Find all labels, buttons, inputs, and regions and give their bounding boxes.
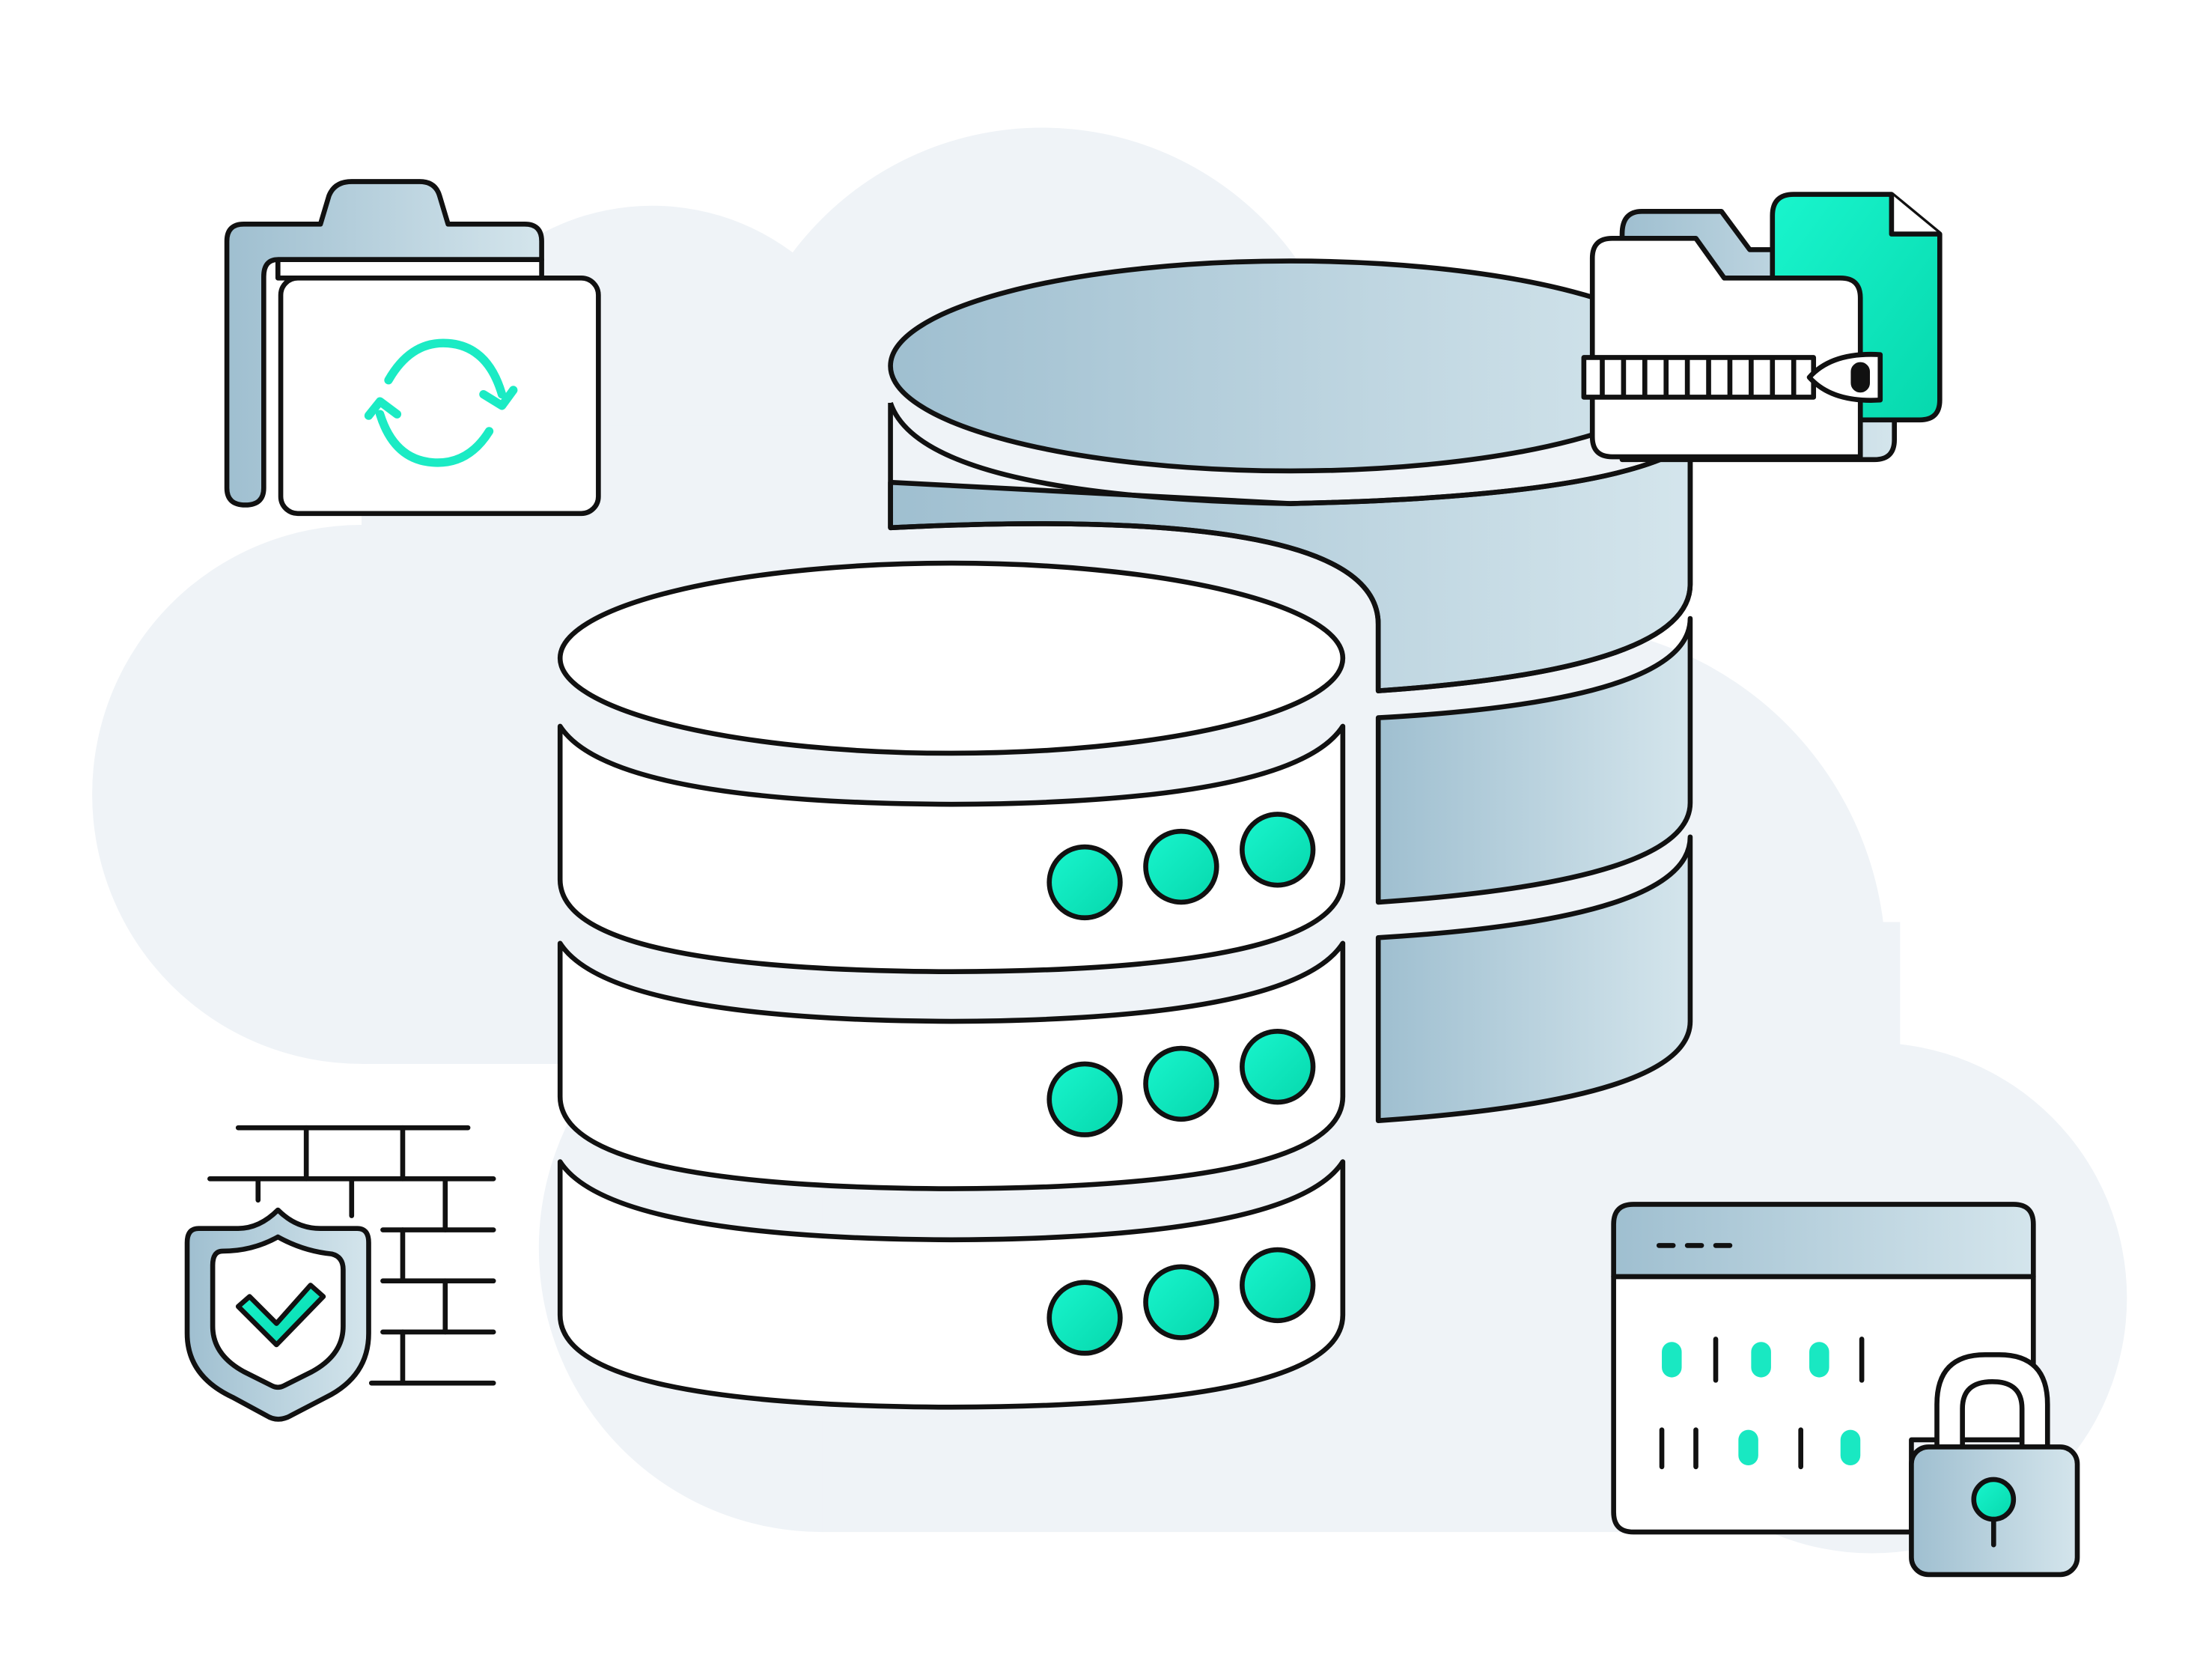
front-database-stack (557, 560, 1346, 1410)
status-light (1046, 844, 1123, 921)
status-light (1240, 812, 1316, 888)
server-status-lights (1046, 812, 1316, 1356)
zipper-icon (1581, 351, 1883, 403)
status-light (1240, 1028, 1316, 1105)
status-light (1143, 1045, 1219, 1122)
status-light (1046, 1280, 1123, 1356)
status-light (1240, 1247, 1316, 1324)
sync-folder-icon (224, 179, 601, 517)
zipped-archive-icon (1581, 192, 1943, 463)
status-light (1143, 828, 1219, 905)
firewall-shield-icon (184, 1125, 496, 1422)
status-light (1143, 1264, 1219, 1340)
refresh-icon (364, 338, 518, 467)
padlock-icon (1909, 1352, 2080, 1578)
back-database-cylinder (888, 258, 1693, 1123)
encrypted-window-icon (1611, 1202, 2036, 1535)
status-light (1046, 1061, 1123, 1137)
binary-code (1659, 1337, 1865, 1470)
